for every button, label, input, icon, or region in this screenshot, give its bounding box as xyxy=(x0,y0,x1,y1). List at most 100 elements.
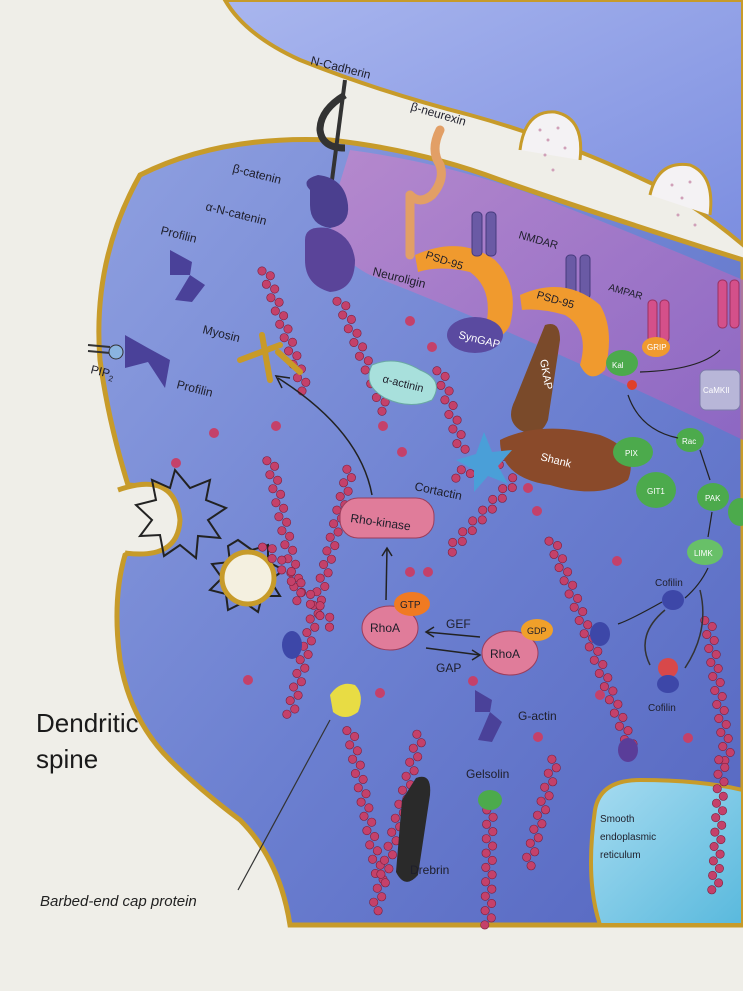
syngap-protein xyxy=(447,317,503,353)
label-gef: GEF xyxy=(446,617,471,631)
actin-bead xyxy=(481,848,491,858)
actin-bead xyxy=(267,544,277,554)
actin-bead xyxy=(708,671,718,681)
actin-bead xyxy=(532,810,542,820)
barbed-end-leader-line xyxy=(237,719,331,891)
actin-bead xyxy=(712,784,722,794)
actin-bead xyxy=(599,682,609,692)
actin-bead xyxy=(480,906,490,916)
actin-bead xyxy=(339,478,349,488)
actin-bead xyxy=(292,668,302,678)
actin-bead xyxy=(285,531,295,541)
cofilin-phospho xyxy=(658,658,678,678)
actin-bead xyxy=(452,439,462,449)
actin-bead xyxy=(300,663,310,673)
vesicle-pocket xyxy=(648,162,713,216)
actin-bead xyxy=(305,599,315,609)
actin-bead xyxy=(487,855,497,865)
actin-bead xyxy=(325,612,335,622)
actin-bead xyxy=(718,791,728,801)
psd95-protein-a xyxy=(415,246,513,337)
actin-bead xyxy=(715,849,725,859)
actin-bead xyxy=(533,833,543,843)
psd95-protein-b xyxy=(520,287,609,377)
label-pak: PAK xyxy=(705,494,721,503)
actin-bead xyxy=(549,549,559,559)
actin-bead xyxy=(456,430,466,440)
actin-bead xyxy=(486,913,496,923)
actin-bead xyxy=(326,554,336,564)
actin-bead xyxy=(707,621,717,631)
camkii-protein xyxy=(699,369,741,411)
actin-bead xyxy=(604,695,614,705)
cofilin-protein-top xyxy=(662,590,684,610)
actin-bead xyxy=(448,424,458,434)
actin-bead xyxy=(354,351,364,361)
actin-bead xyxy=(285,696,295,706)
label-g-actin: G-actin xyxy=(518,709,557,723)
actin-bead xyxy=(277,526,287,536)
gtp-molecule xyxy=(394,592,430,616)
actin-bead xyxy=(345,740,355,750)
actin-bead xyxy=(387,827,397,837)
actin-bead xyxy=(270,306,280,316)
rhoa-to-rhokinase-arrow xyxy=(381,546,393,601)
actin-bead xyxy=(387,850,397,860)
actin-bead xyxy=(447,547,457,557)
actin-bead xyxy=(352,328,362,338)
actin-bead xyxy=(548,777,558,787)
actin-bead xyxy=(482,819,492,829)
actin-bead xyxy=(295,655,305,665)
actin-bead xyxy=(303,649,313,659)
actin-bead xyxy=(713,663,723,673)
smooth-endoplasmic-reticulum xyxy=(589,777,743,927)
actin-bead xyxy=(725,747,735,757)
actin-bead xyxy=(329,519,339,529)
actin-bead xyxy=(362,826,372,836)
actin-bead xyxy=(540,782,550,792)
label-smooth-er-1: Smooth xyxy=(600,814,634,825)
partial-protein xyxy=(728,498,743,526)
actin-bead xyxy=(708,856,718,866)
actin-bead xyxy=(711,798,721,808)
actin-bead xyxy=(481,862,491,872)
actin-bead xyxy=(412,729,422,739)
actin-bead xyxy=(325,532,335,542)
actin-bead xyxy=(487,870,497,880)
actin-bead xyxy=(557,554,567,564)
neurotransmitter-dots xyxy=(538,126,697,227)
actin-bead xyxy=(409,766,419,776)
actin-bead xyxy=(346,314,356,324)
actin-bead xyxy=(379,855,389,865)
phospho-site xyxy=(627,380,637,390)
actin-bead xyxy=(301,377,311,387)
actin-bead xyxy=(341,301,351,311)
actin-bead xyxy=(270,461,280,471)
actin-bead xyxy=(540,805,550,815)
actin-bead xyxy=(302,628,312,638)
actin-bead xyxy=(380,878,390,888)
actin-bead xyxy=(384,864,394,874)
actin-bead xyxy=(458,527,468,537)
actin-bead xyxy=(573,593,583,603)
rhoa-gdp-protein xyxy=(481,630,539,676)
actin-bead xyxy=(355,760,365,770)
capping-protein xyxy=(282,631,302,659)
actin-bead xyxy=(574,615,584,625)
actin-bead xyxy=(525,838,535,848)
actin-bead xyxy=(332,296,342,306)
actin-bead xyxy=(358,774,368,784)
actin-bead xyxy=(330,541,340,551)
rhokinase-to-myosin-arrow xyxy=(274,375,373,496)
actin-bead xyxy=(289,682,299,692)
label-gkap: GKAP xyxy=(537,358,554,390)
cortactin-protein xyxy=(456,432,512,492)
actin-bead xyxy=(279,311,289,321)
actin-bead xyxy=(315,601,325,611)
gef-gap-arrows xyxy=(424,626,482,661)
actin-bead xyxy=(280,540,290,550)
actin-bead xyxy=(296,677,306,687)
actin-bead xyxy=(368,854,378,864)
